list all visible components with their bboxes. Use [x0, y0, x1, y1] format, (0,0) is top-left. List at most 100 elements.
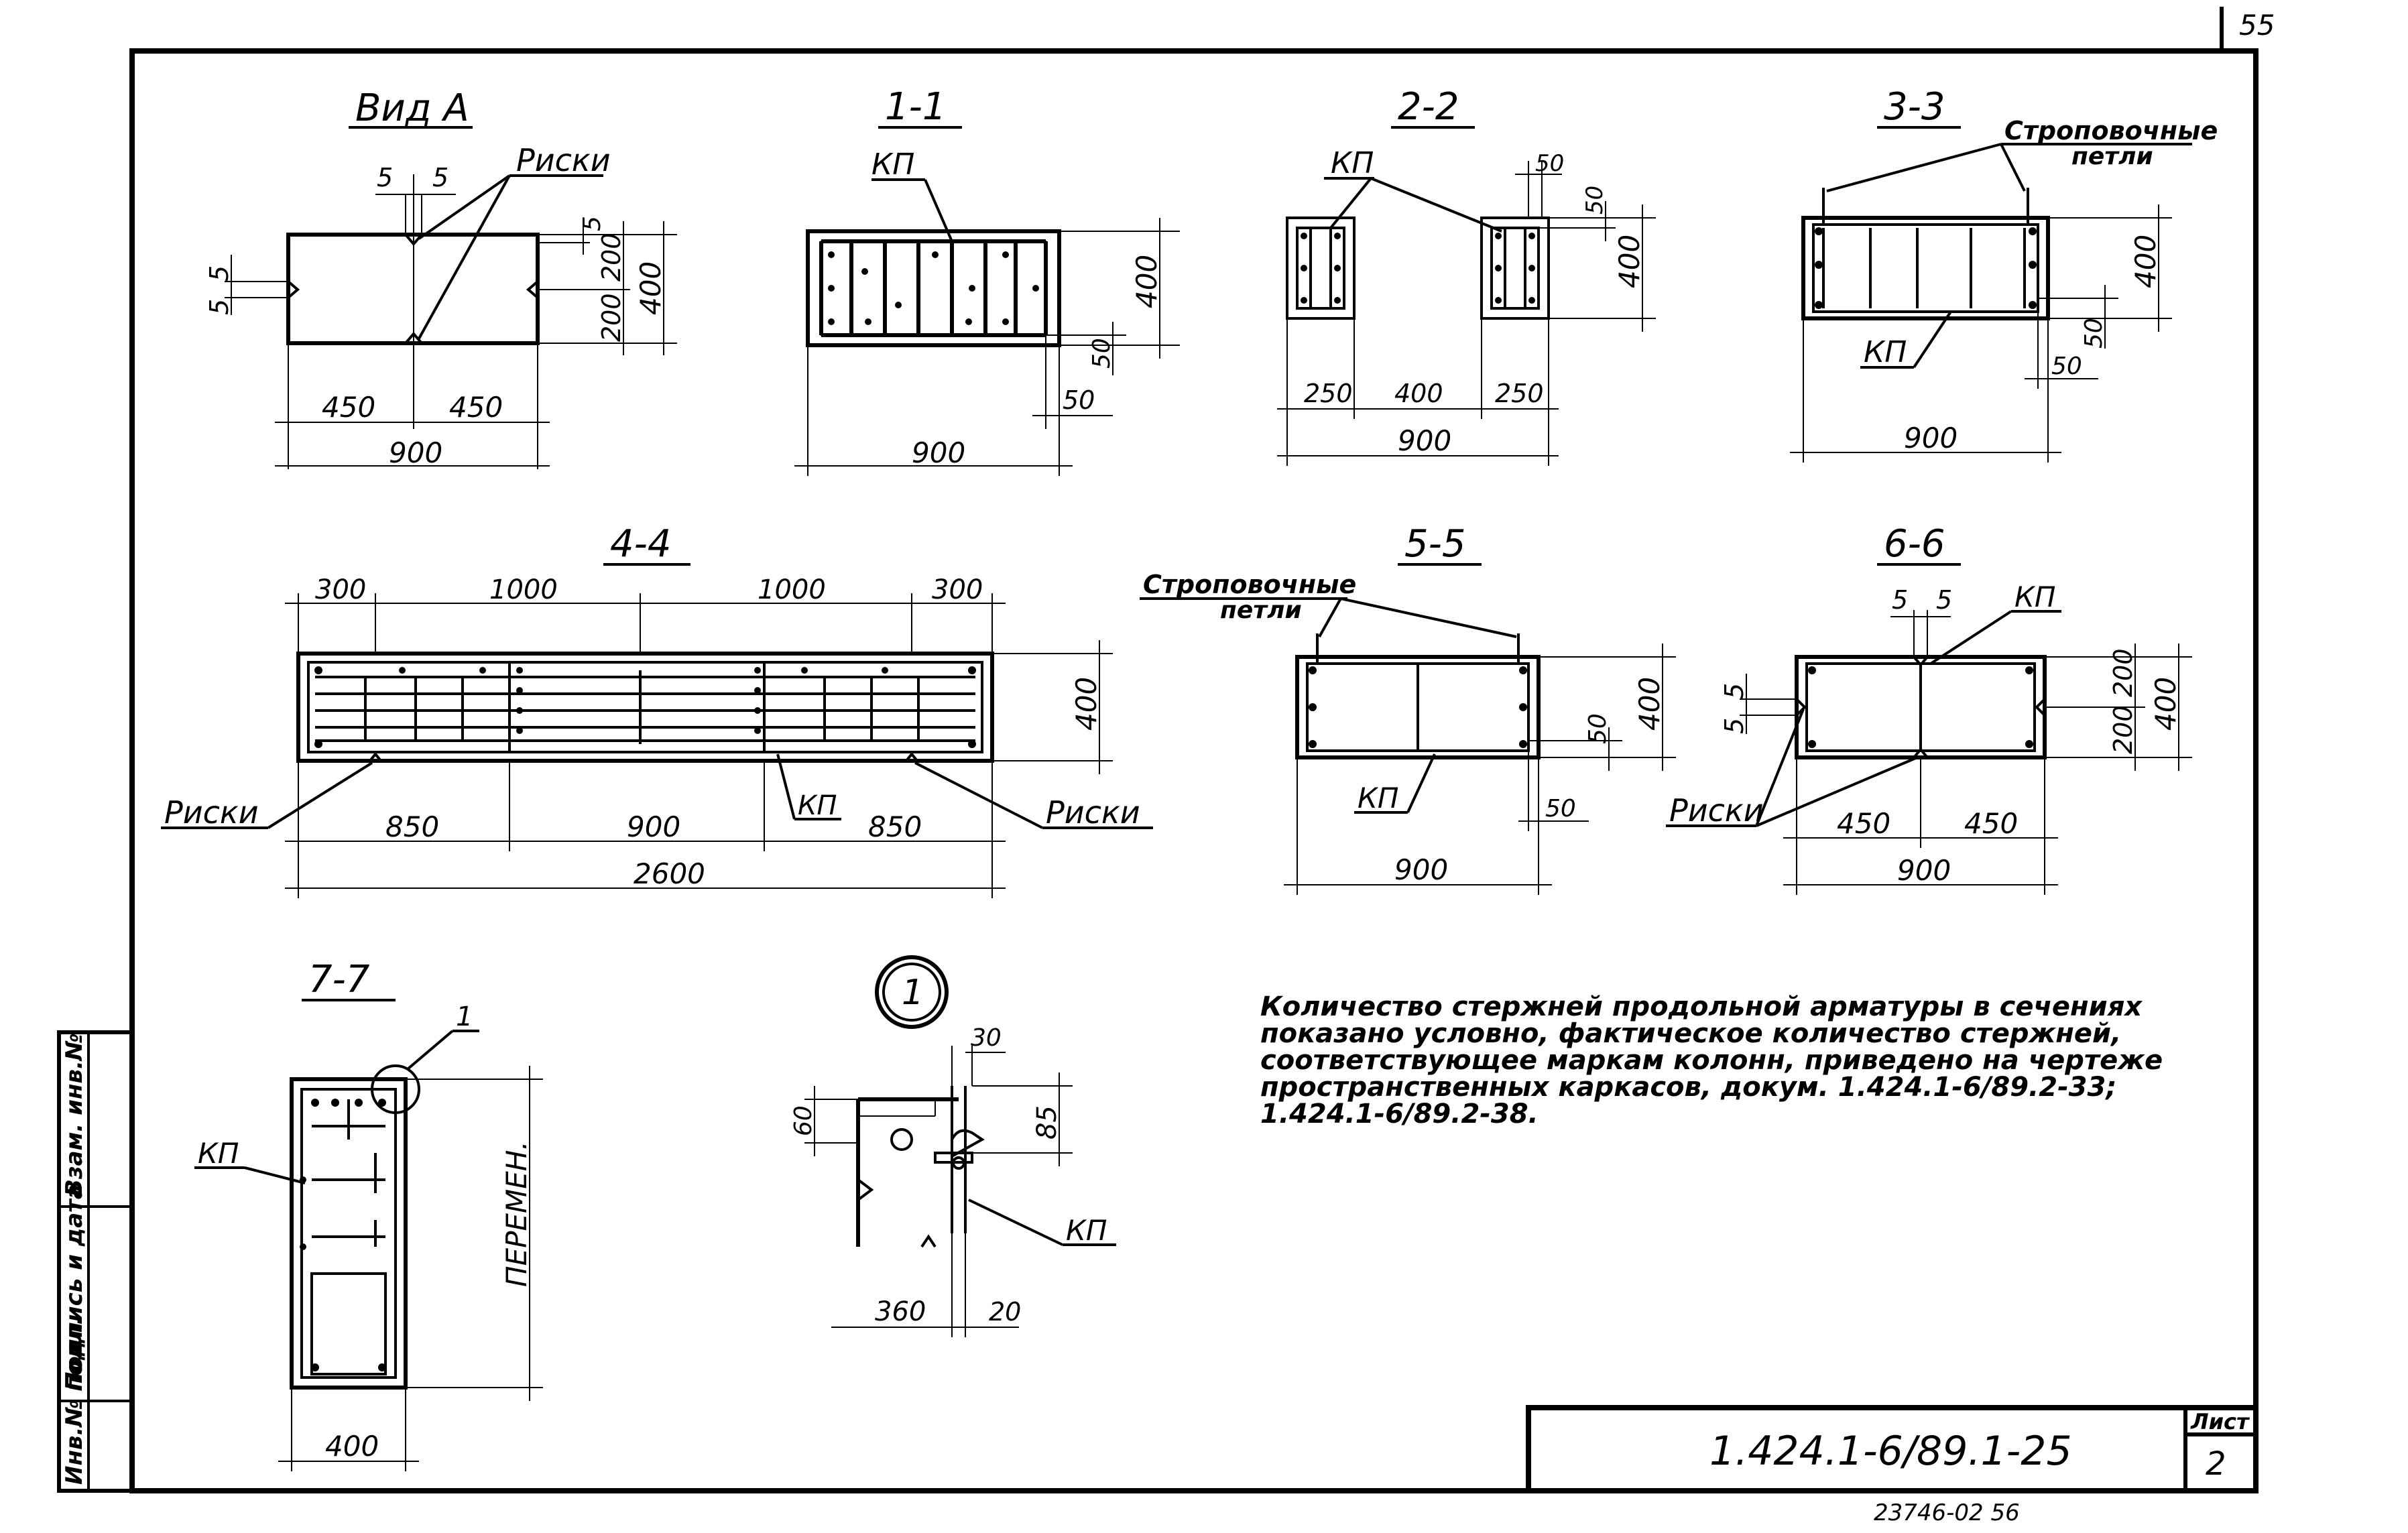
svg-text:250: 250 — [1304, 379, 1353, 408]
svg-text:КП: КП — [1331, 146, 1374, 180]
svg-text:5: 5 — [1892, 585, 1908, 615]
svg-text:450: 450 — [322, 391, 375, 424]
svg-text:50: 50 — [1581, 186, 1608, 214]
svg-text:900: 900 — [389, 436, 442, 469]
svg-text:5: 5 — [377, 163, 393, 192]
svg-text:850: 850 — [868, 810, 922, 843]
svg-text:Строповочные: Строповочные — [1143, 570, 1356, 599]
svg-text:400: 400 — [634, 261, 667, 315]
svg-text:900: 900 — [1897, 854, 1951, 887]
svg-text:2-2: 2-2 — [1398, 85, 1459, 129]
svg-text:50: 50 — [1063, 385, 1095, 415]
sheet-label: Лист — [2190, 1409, 2250, 1434]
svg-text:400: 400 — [1394, 379, 1443, 408]
svg-text:400: 400 — [2149, 677, 2182, 731]
svg-text:200: 200 — [597, 293, 626, 342]
title-block: 1.424.1-6/89.1-25 Лист 2 — [1526, 1405, 2259, 1493]
svg-text:КП: КП — [798, 790, 837, 821]
svg-text:400: 400 — [1070, 677, 1103, 731]
section-7-7: 7-7 1 КП ПЕРЕМЕН. 400 — [194, 958, 543, 1471]
svg-text:5: 5 — [579, 216, 606, 231]
corner-number: 55 — [2239, 9, 2275, 42]
svg-text:50: 50 — [1088, 338, 1116, 369]
svg-text:КП: КП — [871, 147, 914, 182]
svg-text:1000: 1000 — [489, 574, 558, 605]
note-line-5: 1.424.1-6/89.2-38. — [1260, 1099, 1539, 1129]
svg-text:петли: петли — [1220, 597, 1302, 624]
svg-text:1-1: 1-1 — [885, 85, 946, 129]
svg-text:900: 900 — [627, 810, 680, 843]
doc-code: 1.424.1-6/89.1-25 — [1709, 1428, 2072, 1475]
svg-text:400: 400 — [325, 1430, 379, 1463]
svg-text:5: 5 — [204, 299, 234, 315]
svg-text:5: 5 — [204, 265, 234, 282]
stamp-inv: Инв.№ подл. — [61, 1316, 88, 1485]
section-6-6: 6-6 5 5 КП 5 5 200 200 4 — [1666, 522, 2192, 895]
section-5-5: 5-5 Строповочные петли КП 50 400 50 — [1140, 522, 1676, 895]
svg-text:30: 30 — [971, 1024, 1002, 1052]
sheet-number: 2 — [2206, 1445, 2226, 1483]
svg-text:300: 300 — [315, 574, 366, 605]
svg-text:400: 400 — [2129, 235, 2162, 288]
svg-text:50: 50 — [1535, 150, 1564, 177]
svg-text:5: 5 — [1720, 683, 1749, 699]
bottom-code: 23746-02 56 — [1874, 1499, 2020, 1526]
svg-text:20: 20 — [989, 1297, 1021, 1327]
svg-text:2600: 2600 — [634, 857, 705, 890]
general-note: Количество стержней продольной арматуры … — [1260, 991, 2163, 1129]
stamp-sign: Подпись и дата — [61, 1184, 88, 1391]
svg-text:50: 50 — [2051, 353, 2082, 380]
svg-text:400: 400 — [1633, 677, 1666, 731]
svg-text:5: 5 — [1936, 585, 1952, 615]
section-3-3: 3-3 Строповочные петли КП 50 40 — [1790, 85, 2218, 463]
left-stamp: Инв.№ подл. Подпись и дата Взам. инв.№ — [57, 1030, 134, 1493]
svg-text:КП: КП — [1864, 335, 1907, 369]
note-line-1: Количество стержней продольной арматуры … — [1260, 991, 2143, 1022]
svg-text:Риски: Риски — [164, 794, 259, 831]
svg-text:5: 5 — [432, 163, 448, 192]
svg-text:5-5: 5-5 — [1404, 522, 1465, 566]
svg-text:КП: КП — [1358, 782, 1398, 814]
note-line-3: соответствующее маркам колонн, приведено… — [1260, 1045, 2163, 1076]
svg-text:7-7: 7-7 — [308, 958, 370, 1001]
svg-text:450: 450 — [1837, 807, 1890, 840]
svg-text:1: 1 — [456, 1001, 473, 1032]
view-a-title: Вид А — [355, 86, 469, 130]
svg-text:900: 900 — [912, 436, 965, 469]
svg-text:50: 50 — [1584, 713, 1612, 744]
svg-text:Риски: Риски — [1046, 794, 1140, 831]
svg-text:1000: 1000 — [758, 574, 826, 605]
node-1: 1 30 60 85 КП 360 20 — [790, 955, 1116, 1337]
note-line-2: показано условно, фактическое количество… — [1260, 1018, 2121, 1049]
svg-text:300: 300 — [932, 574, 983, 605]
sheet-frame — [129, 48, 2259, 1493]
svg-text:Строповочные: Строповочные — [2004, 116, 2218, 145]
svg-text:900: 900 — [1398, 424, 1451, 457]
svg-text:1: 1 — [902, 973, 924, 1013]
svg-text:Риски: Риски — [1669, 792, 1764, 829]
note-line-4: пространственных каркасов, докум. 1.424.… — [1260, 1072, 2116, 1103]
svg-text:КП: КП — [2014, 580, 2055, 613]
svg-text:5: 5 — [1720, 718, 1749, 734]
svg-text:200: 200 — [2108, 705, 2138, 754]
section-2-2: 2-2 КП 50 50 400 — [1277, 85, 1656, 466]
svg-text:200: 200 — [2108, 648, 2138, 697]
svg-text:КП: КП — [198, 1137, 239, 1170]
svg-text:3-3: 3-3 — [1884, 85, 1945, 129]
svg-text:400: 400 — [1130, 255, 1163, 308]
stamp-repl: Взам. инв.№ — [61, 1033, 88, 1197]
svg-text:50: 50 — [2080, 318, 2108, 349]
svg-text:60: 60 — [790, 1105, 817, 1136]
svg-text:900: 900 — [1904, 422, 1958, 454]
svg-text:200: 200 — [597, 233, 626, 282]
svg-text:петли: петли — [2071, 143, 2153, 170]
section-4-4: 4-4 — [161, 522, 1153, 898]
svg-text:250: 250 — [1495, 379, 1544, 408]
svg-text:КП: КП — [1066, 1214, 1107, 1247]
svg-text:900: 900 — [1394, 853, 1448, 886]
svg-text:400: 400 — [1613, 235, 1646, 288]
svg-text:450: 450 — [1964, 807, 2018, 840]
view-a: Вид А Риски 5 5 5 5 5 200 20 — [204, 86, 677, 469]
section-1-1: 1-1 КП 400 50 — [794, 85, 1180, 476]
